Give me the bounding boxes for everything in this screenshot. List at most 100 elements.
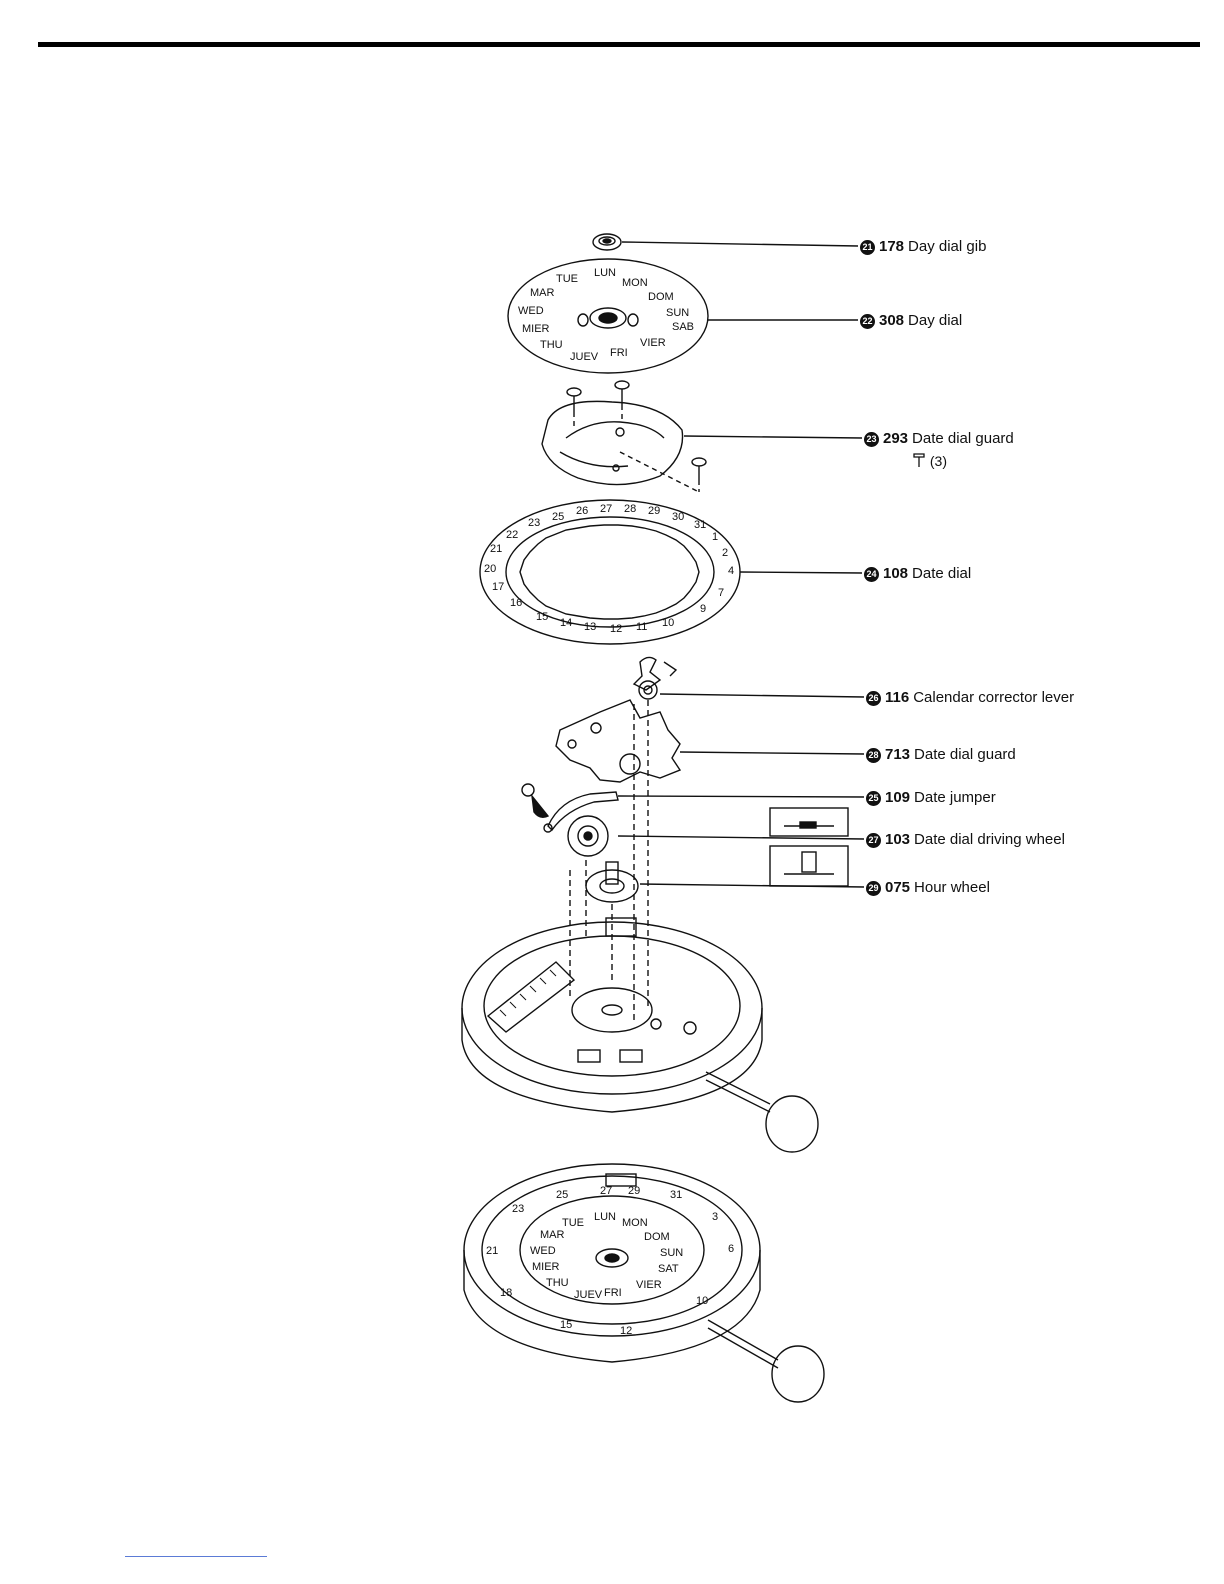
day-word: VIER [640, 337, 666, 349]
day-word: SAB [672, 321, 694, 333]
day-word: LUN [594, 267, 616, 279]
leader-line-date-dial-guard-2 [679, 751, 865, 755]
screw-count: (3) [929, 453, 948, 469]
callout-number: 21 [860, 240, 875, 255]
leader-line-date-jumper [617, 795, 865, 798]
crown-icon [707, 1319, 825, 1403]
leader-line-driving-wheel [617, 835, 865, 840]
date-number: 18 [500, 1287, 512, 1299]
date-number: 10 [662, 617, 674, 629]
callout-number: 29 [866, 881, 881, 896]
date-number: 29 [648, 505, 660, 517]
day-word: MON [622, 1217, 648, 1229]
day-word: MIER [522, 323, 550, 335]
date-number: 29 [628, 1185, 640, 1197]
day-word: FRI [610, 347, 628, 359]
date-number: 30 [672, 511, 684, 523]
date-number: 21 [486, 1245, 498, 1257]
date-number: 9 [700, 603, 706, 615]
date-dial-part [479, 499, 741, 645]
assembled-movement-part [463, 1163, 761, 1363]
hour-wheel-part [585, 861, 639, 903]
calendar-corrector-lever-part [632, 656, 678, 700]
oil-drop-icon [521, 783, 550, 819]
day-word: FRI [604, 1287, 622, 1299]
part-name: Calendar corrector lever [913, 689, 1075, 706]
day-word: LUN [594, 1211, 616, 1223]
day-word: MIER [532, 1261, 560, 1273]
date-jumper-part [543, 791, 619, 833]
date-number: 11 [636, 621, 647, 633]
leader-line-calendar-corrector [659, 693, 865, 698]
day-word: THU [546, 1277, 569, 1289]
day-word: TUE [556, 273, 578, 285]
callout-number: 22 [860, 314, 875, 329]
day-word: VIER [636, 1279, 662, 1291]
callout-number: 26 [866, 691, 881, 706]
part-code: 103 [885, 831, 911, 848]
date-number: 26 [576, 505, 588, 517]
date-number: 12 [620, 1325, 632, 1337]
day-word: SAT [658, 1263, 679, 1275]
part-name: Date jumper [914, 789, 996, 806]
date-dial-guard-part [555, 699, 682, 783]
date-number: 7 [718, 587, 724, 599]
day-word: WED [518, 305, 544, 317]
day-word: WED [530, 1245, 556, 1257]
date-number: 31 [694, 519, 706, 531]
date-number: 2 [722, 547, 728, 559]
day-word: DOM [648, 291, 674, 303]
day-word: TUE [562, 1217, 584, 1229]
part-name: Hour wheel [914, 879, 990, 896]
day-dial-gib-part [592, 233, 622, 251]
day-word: MAR [540, 1229, 565, 1241]
callout-number: 28 [866, 748, 881, 763]
day-dial-part [507, 258, 709, 374]
part-name: Date dial [912, 565, 972, 582]
part-code: 108 [883, 565, 909, 582]
bottom-rule [125, 1556, 267, 1557]
date-number: 25 [552, 511, 564, 523]
part-name: Date dial guard [912, 430, 1014, 447]
date-number: 4 [728, 565, 734, 577]
crown-icon [705, 1071, 819, 1153]
date-number: 1 [712, 531, 718, 543]
day-dial-labels: MON DOM SUN SAB VIER FRI JUEV THU MIER W… [518, 267, 694, 363]
day-word: SUN [660, 1247, 683, 1259]
day-word: THU [540, 339, 563, 351]
part-name: Date dial guard [914, 746, 1016, 763]
part-code: 713 [885, 746, 911, 763]
callout-number: 25 [866, 791, 881, 806]
day-word: MON [622, 277, 648, 289]
date-number: 27 [600, 503, 612, 515]
leader-line-day-dial-gib [621, 241, 859, 247]
part-code: 116 [885, 689, 910, 706]
part-code: 109 [885, 789, 911, 806]
callout-number: 24 [864, 567, 879, 582]
date-dial-driving-wheel-part [567, 815, 609, 857]
day-word: JUEV [574, 1289, 603, 1301]
date-number: 28 [624, 503, 636, 515]
screw-icon [913, 453, 925, 467]
part-code: 178 [879, 238, 905, 255]
callout-number: 27 [866, 833, 881, 848]
date-dial-guard-plate-part [541, 400, 684, 486]
day-word: JUEV [570, 351, 599, 363]
screw-icon [566, 380, 707, 480]
date-number: 12 [610, 623, 622, 635]
date-number: 20 [484, 563, 496, 575]
date-number: 10 [696, 1295, 708, 1307]
date-number: 13 [584, 621, 596, 633]
part-name: Date dial driving wheel [914, 831, 1065, 848]
part-code: 075 [885, 879, 911, 896]
date-number: 6 [728, 1243, 734, 1255]
